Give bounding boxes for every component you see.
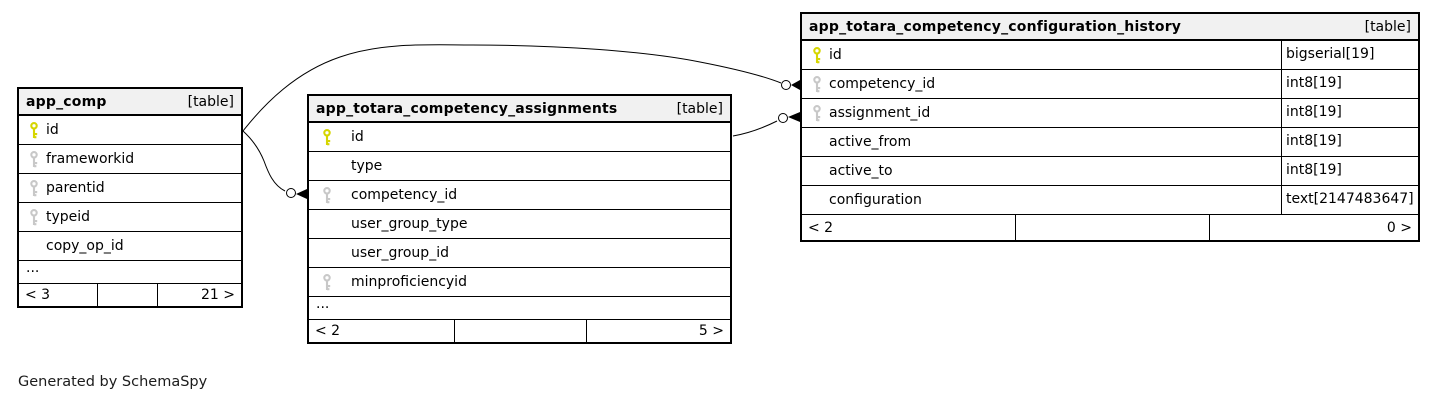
table-name[interactable]: app_totara_competency_assignments bbox=[316, 100, 618, 117]
table-header: app_totara_competency_assignments [table… bbox=[309, 96, 730, 123]
generator-note: Generated by SchemaSpy bbox=[18, 374, 208, 390]
primary-key-icon bbox=[30, 121, 38, 138]
column-type: int8[19] bbox=[1281, 70, 1342, 98]
column-name: minproficiencyid bbox=[351, 274, 467, 290]
relation-assignments-history-assignment-id bbox=[732, 112, 800, 137]
column-row-id: id bbox=[19, 116, 241, 145]
key-icon-slot bbox=[812, 46, 829, 64]
key-icon-slot bbox=[29, 121, 46, 139]
key-icon-slot bbox=[29, 150, 46, 168]
table-name[interactable]: app_comp bbox=[26, 93, 107, 110]
column-type: int8[19] bbox=[1281, 128, 1342, 156]
primary-key-icon bbox=[813, 46, 821, 63]
foreign-key-icon bbox=[30, 179, 38, 196]
zero-or-one-circle bbox=[781, 80, 791, 90]
table-badge: [table] bbox=[676, 100, 723, 117]
footer-children-count: 0 > bbox=[1386, 219, 1412, 236]
footer-children-count: 21 > bbox=[201, 287, 235, 303]
column-row-minproficiencyid: minproficiencyid bbox=[309, 268, 730, 297]
table-footer: < 2 0 > bbox=[802, 215, 1418, 240]
table-header: app_totara_competency_configuration_hist… bbox=[802, 14, 1418, 41]
column-row-typeid: typeid bbox=[19, 203, 241, 232]
column-row-active_from: active_from int8[19] bbox=[802, 128, 1418, 157]
column-row-parentid: parentid bbox=[19, 174, 241, 203]
key-icon-slot bbox=[812, 104, 829, 122]
column-row-assignment_id: assignment_id int8[19] bbox=[802, 99, 1418, 128]
key-icon-slot bbox=[29, 179, 46, 197]
zero-or-one-circle bbox=[286, 188, 296, 198]
more-columns-row: ... bbox=[19, 261, 241, 284]
table-footer: < 2 5 > bbox=[309, 320, 730, 342]
table-node-configuration-history[interactable]: app_totara_competency_configuration_hist… bbox=[800, 12, 1420, 242]
footer-parents-count: < 2 bbox=[802, 215, 1016, 240]
table-badge: [table] bbox=[1364, 18, 1411, 35]
more-columns-row: ... bbox=[309, 297, 730, 320]
column-name: id bbox=[351, 129, 364, 145]
column-name: copy_op_id bbox=[46, 238, 124, 254]
column-name: user_group_id bbox=[351, 245, 449, 261]
key-icon-slot bbox=[322, 186, 351, 204]
key-icon-slot bbox=[812, 75, 829, 93]
foreign-key-icon bbox=[30, 150, 38, 167]
column-row-user_group_id: user_group_id bbox=[309, 239, 730, 268]
foreign-key-icon bbox=[813, 104, 821, 121]
column-name: user_group_type bbox=[351, 216, 468, 232]
column-name: assignment_id bbox=[829, 105, 931, 121]
column-row-competency_id: competency_id int8[19] bbox=[802, 70, 1418, 99]
table-badge: [table] bbox=[187, 93, 234, 110]
table-header: app_comp [table] bbox=[19, 89, 241, 116]
column-row-id: id bigserial[19] bbox=[802, 41, 1418, 70]
foreign-key-icon bbox=[323, 186, 331, 203]
column-type: bigserial[19] bbox=[1281, 41, 1374, 69]
crow-foot-arrow bbox=[791, 80, 800, 90]
column-row-configuration: configuration text[2147483647] bbox=[802, 186, 1418, 215]
footer-middle-cell bbox=[98, 284, 158, 306]
footer-parents-count: < 3 bbox=[19, 284, 98, 306]
column-row-active_to: active_to int8[19] bbox=[802, 157, 1418, 186]
footer-parents-count: < 2 bbox=[309, 320, 455, 342]
column-name: configuration bbox=[829, 192, 922, 208]
table-footer: < 3 21 > bbox=[19, 284, 241, 306]
column-name: competency_id bbox=[829, 76, 936, 92]
column-type: int8[19] bbox=[1281, 99, 1342, 127]
zero-or-one-circle bbox=[778, 113, 788, 123]
crow-foot-arrow bbox=[788, 112, 800, 122]
column-name: frameworkid bbox=[46, 151, 135, 167]
column-name: typeid bbox=[46, 209, 91, 225]
column-type: text[2147483647] bbox=[1281, 186, 1414, 214]
column-name: parentid bbox=[46, 180, 105, 196]
column-name: active_to bbox=[829, 163, 893, 179]
table-node-competency-assignments[interactable]: app_totara_competency_assignments [table… bbox=[307, 94, 732, 344]
column-name: active_from bbox=[829, 134, 912, 150]
footer-middle-cell bbox=[455, 320, 587, 342]
crow-foot-arrow bbox=[296, 189, 307, 199]
column-row-frameworkid: frameworkid bbox=[19, 145, 241, 174]
column-name: type bbox=[351, 158, 383, 174]
key-icon-slot bbox=[322, 128, 351, 146]
key-icon-slot bbox=[322, 273, 351, 291]
column-name: id bbox=[829, 47, 842, 63]
table-columns: id frameworkid parentid typeid copy_op_id... bbox=[19, 116, 241, 284]
footer-children-count: 5 > bbox=[698, 323, 724, 339]
foreign-key-icon bbox=[813, 75, 821, 92]
foreign-key-icon bbox=[323, 273, 331, 290]
table-name[interactable]: app_totara_competency_configuration_hist… bbox=[809, 18, 1182, 35]
column-type: int8[19] bbox=[1281, 157, 1342, 185]
primary-key-icon bbox=[323, 128, 331, 145]
key-icon-slot bbox=[29, 208, 46, 226]
table-node-app-comp[interactable]: app_comp [table] id frameworkid parentid ty… bbox=[17, 87, 243, 308]
column-row-copy_op_id: copy_op_id bbox=[19, 232, 241, 261]
table-columns: id type competency_id user_group_type user_g… bbox=[309, 123, 730, 320]
footer-middle-cell bbox=[1016, 215, 1210, 240]
relation-appcomp-assignments-competency-id bbox=[242, 130, 307, 199]
column-row-user_group_type: user_group_type bbox=[309, 210, 730, 239]
column-row-type: type bbox=[309, 152, 730, 181]
column-name: competency_id bbox=[351, 187, 458, 203]
column-row-competency_id: competency_id bbox=[309, 181, 730, 210]
column-row-id: id bbox=[309, 123, 730, 152]
column-name: id bbox=[46, 122, 59, 138]
foreign-key-icon bbox=[30, 208, 38, 225]
